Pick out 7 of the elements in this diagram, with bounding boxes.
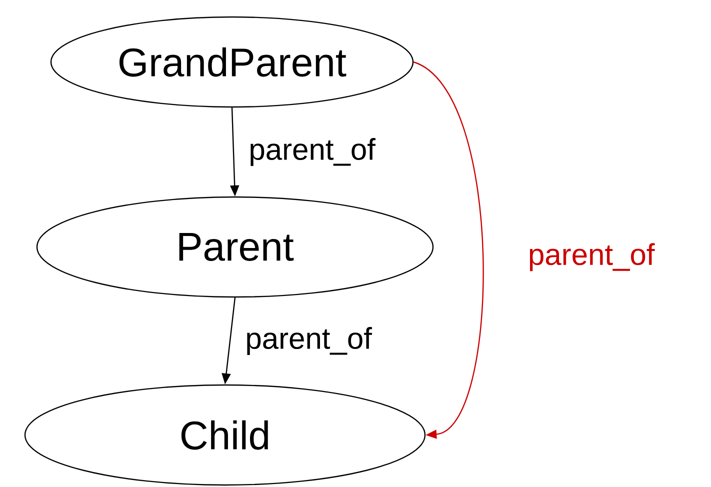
arrow xyxy=(413,62,484,439)
edge-label: parent_of xyxy=(530,243,655,272)
edge-label: parent_of xyxy=(247,327,372,355)
edge-label: parent_of xyxy=(250,138,376,166)
ellipse-node: GrandParent xyxy=(50,16,414,108)
ellipse-node: Parent xyxy=(36,196,434,298)
ellipse-node: Child xyxy=(24,384,426,486)
